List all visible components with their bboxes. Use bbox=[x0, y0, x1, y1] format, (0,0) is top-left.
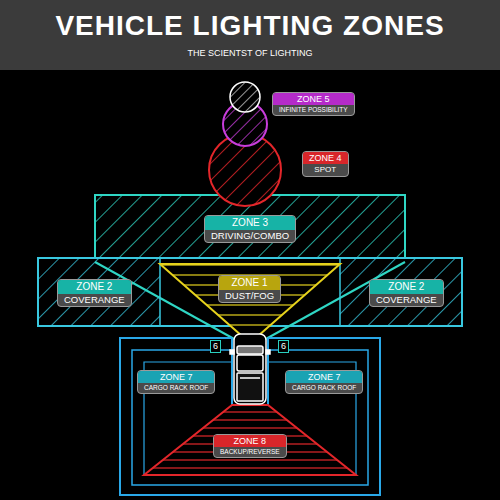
zone-description: INFINITE POSSIBILITY bbox=[273, 105, 354, 114]
callout-box: 6 bbox=[278, 340, 289, 353]
callout-number: 6 bbox=[279, 341, 288, 352]
zone7-area bbox=[120, 338, 380, 495]
zone8-area bbox=[144, 405, 356, 475]
zone-label: ZONE 7CARGO RACK ROOF bbox=[137, 370, 215, 394]
zone-name: ZONE 1 bbox=[219, 276, 280, 290]
zone-name: ZONE 2 bbox=[370, 280, 443, 294]
zone-description: COVERANGE bbox=[370, 294, 443, 307]
zone-description: CARGO RACK ROOF bbox=[138, 383, 214, 392]
zone-name: ZONE 7 bbox=[138, 371, 214, 383]
zone-label: ZONE 8BACKUP/REVERSE bbox=[213, 434, 287, 458]
zone-description: BACKUP/REVERSE bbox=[214, 447, 286, 456]
zone-name: ZONE 3 bbox=[205, 216, 295, 230]
zone-name: ZONE 5 bbox=[273, 93, 354, 105]
zone-name: ZONE 8 bbox=[214, 435, 286, 447]
diagram-title: VEHICLE LIGHTING ZONES bbox=[0, 10, 500, 42]
zone-name: ZONE 4 bbox=[303, 152, 348, 164]
zone-description: DUST/FOG bbox=[219, 290, 280, 303]
callout-box: 6 bbox=[210, 340, 221, 353]
zone5-circle bbox=[223, 82, 267, 146]
subtitle-label: THE SCIENTST OF LIGHTING bbox=[0, 48, 500, 58]
zone-description: CARGO RACK ROOF bbox=[286, 383, 362, 392]
zone-label: ZONE 4SPOT bbox=[302, 151, 349, 177]
zone1-area bbox=[160, 264, 340, 336]
zone-label: ZONE 1DUST/FOG bbox=[218, 275, 281, 303]
zone-description: DRIVING/COMBO bbox=[205, 230, 295, 243]
zone2-area bbox=[38, 258, 462, 340]
zone-label: ZONE 2COVERANGE bbox=[57, 279, 132, 307]
zone-name: ZONE 7 bbox=[286, 371, 362, 383]
callout-number: 6 bbox=[211, 341, 220, 352]
zone-description: COVERANGE bbox=[58, 294, 131, 307]
pickup-truck bbox=[230, 334, 270, 404]
zone-label: ZONE 5INFINITE POSSIBILITY bbox=[272, 92, 355, 116]
zone-label: ZONE 3DRIVING/COMBO bbox=[204, 215, 296, 243]
zone-description: SPOT bbox=[303, 164, 348, 175]
zone-label: ZONE 2COVERANGE bbox=[369, 279, 444, 307]
zone-name: ZONE 2 bbox=[58, 280, 131, 294]
zone-label: ZONE 7CARGO RACK ROOF bbox=[285, 370, 363, 394]
